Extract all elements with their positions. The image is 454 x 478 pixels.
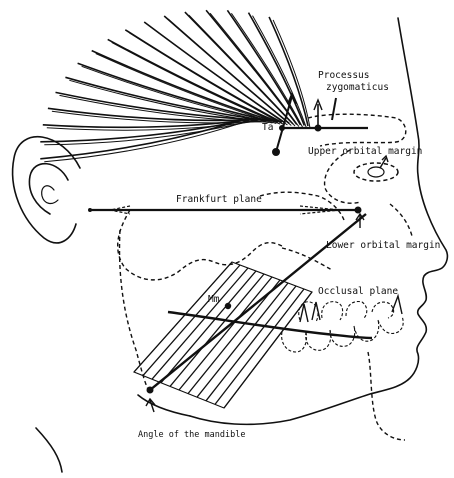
label-lower-orbital-margin: Lower orbital margin <box>326 240 440 251</box>
label-ta: Ta <box>262 122 273 133</box>
chin-dashed <box>368 352 405 440</box>
temporalis-muscle-fibres <box>40 10 310 162</box>
temporal-fossa-dashed <box>308 114 406 146</box>
skull-dashed-outline <box>118 210 282 280</box>
label-mm: Mm <box>208 294 220 305</box>
masseter-muscle-fibres <box>134 262 312 408</box>
mandible-dashed-outline <box>120 230 150 392</box>
ear-helix-inner <box>42 186 58 204</box>
orbit-dashed <box>325 150 360 203</box>
neck-outline <box>36 428 62 472</box>
orbital-ellipse <box>354 163 398 181</box>
label-occlusal-plane: Occlusal plane <box>318 286 398 297</box>
ear-outline <box>13 137 80 243</box>
ear-inner-fold <box>29 164 68 214</box>
label-upper-orbital-margin: Upper orbital margin <box>308 146 422 157</box>
maxilla-dashed <box>282 248 332 270</box>
orbital-ellipse-inner <box>368 167 384 177</box>
teeth-outlines <box>282 302 404 352</box>
label-zygomaticus: zygomaticus <box>326 82 389 93</box>
temporalis-fibre <box>206 10 297 124</box>
label-processus: Processus <box>318 70 369 81</box>
tooth-roots <box>300 296 402 322</box>
nasal-dashed <box>390 204 412 236</box>
label-angle-of-mandible: Angle of the mandible <box>138 430 245 440</box>
label-frankfurt-plane: Frankfurt plane <box>176 194 262 205</box>
temporalis-fibre <box>40 118 248 159</box>
